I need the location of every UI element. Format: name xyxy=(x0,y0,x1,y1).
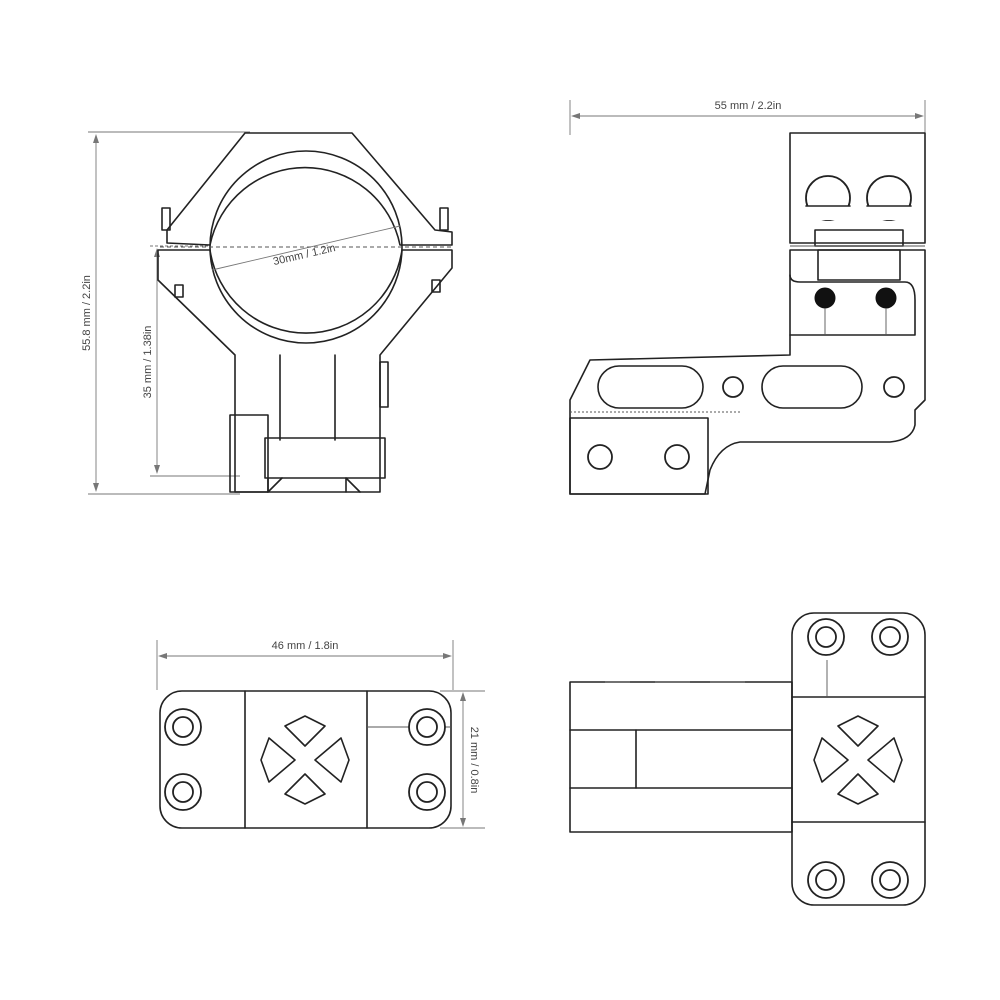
side-width-label: 55 mm / 2.2in xyxy=(715,100,782,112)
front-total-height-label: 55.8 mm / 2.2in xyxy=(81,275,93,351)
top-width-label: 46 mm / 1.8in xyxy=(272,640,339,652)
side-body xyxy=(569,249,926,495)
front-center-height-label: 35 mm / 1.38in xyxy=(142,326,154,399)
brand-logo-icon xyxy=(260,715,350,805)
right-screw-tip xyxy=(431,279,441,293)
right-screw-head xyxy=(439,207,449,231)
base-hole-1 xyxy=(587,444,613,470)
clamp-nut xyxy=(379,361,389,408)
top-depth-dimension xyxy=(440,690,485,829)
top-depth-label: 21 mm / 0.8in xyxy=(468,727,480,794)
base-hole-2 xyxy=(664,444,690,470)
diameter-label: 30mm / 1.2in xyxy=(272,242,337,268)
top-view: 46 mm / 1.8in 21 mm / 0.8in xyxy=(156,640,485,829)
side-hole-1 xyxy=(722,376,744,398)
front-center-height-dimension xyxy=(150,245,240,477)
clamp-bolt-2 xyxy=(875,287,897,309)
side-base-block xyxy=(569,417,709,495)
diameter-line xyxy=(211,225,401,271)
side-width-dimension xyxy=(569,100,926,135)
ring-top-cap xyxy=(166,132,453,246)
tube-section xyxy=(569,681,793,833)
adjust-slot-1 xyxy=(597,365,704,409)
ring-plate xyxy=(791,612,926,906)
bottom-view xyxy=(569,612,926,906)
rail-clamp-jaw xyxy=(229,414,269,493)
left-screw-tip xyxy=(174,284,184,298)
front-view: 55.8 mm / 2.2in 35 mm / 1.38in 30mm / 1.… xyxy=(81,131,453,495)
side-view: 55 mm / 2.2in xyxy=(569,100,926,495)
clamp-bolt-1 xyxy=(814,287,836,309)
left-screw-head xyxy=(161,207,171,231)
top-width-dimension xyxy=(156,640,454,690)
ring-lower-body xyxy=(157,249,453,493)
top-plate xyxy=(159,690,452,829)
cross-bolt xyxy=(264,437,386,479)
side-top-cap xyxy=(789,132,926,244)
side-hole-2 xyxy=(883,376,905,398)
adjust-slot-2 xyxy=(761,365,863,409)
brand-logo-icon xyxy=(813,715,903,805)
front-total-height-dimension xyxy=(88,131,250,495)
